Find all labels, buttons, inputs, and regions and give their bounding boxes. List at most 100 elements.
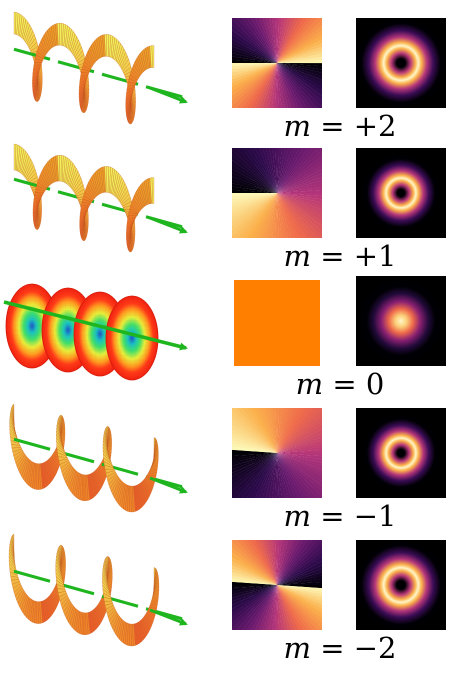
phase-vortex [232,148,322,238]
phase-wedge [277,56,322,63]
phase-wedge [232,453,277,474]
phase-wedge [232,192,277,197]
mode-label: m = −2 [284,631,397,665]
helix-segment [153,437,155,464]
gaussian-spot [360,280,442,362]
phase-wedge [275,453,279,498]
phase-wedge [277,429,322,453]
phase-wedge [258,540,277,585]
phase-wedge [232,453,277,466]
mode-label-value: = −1 [311,499,397,533]
phase-wedge [277,446,322,453]
intensity-panel [356,18,446,108]
phase-wedge [277,440,322,453]
phase-panel [232,18,322,108]
phase-wedge [269,18,277,63]
phase-vortex [232,408,322,498]
phase-wedge [277,63,308,108]
phase-wedge [269,408,277,453]
phase-wedge [232,585,277,630]
phase-wedge [272,18,277,63]
phase-wedge [232,453,277,460]
phase-wedge [251,18,277,63]
phase-wedge [277,149,322,193]
phase-wedge [255,18,277,63]
phase-wedge [275,148,279,193]
phase-wedge [255,148,277,193]
phase-panel [232,408,322,498]
phase-wedge [277,160,322,193]
phase-wedge [275,193,279,238]
propagation-arrow [149,216,188,234]
mode-label-var: m [284,239,312,273]
helical-wavefront [13,143,188,253]
propagation-arrow-segment [13,437,51,451]
phase-vortex [232,540,322,630]
mode-label-var: m [284,109,312,143]
phase-wedge [255,408,277,453]
phase-wedge [232,453,277,477]
phase-wedge [265,148,277,193]
mode-label-value: = 0 [323,367,384,401]
intensity-panel [356,408,446,498]
phase-wedge [277,50,322,63]
propagation-arrow [3,300,188,351]
phase-wedge [277,453,282,498]
phase-wedge [232,193,277,200]
phase-wedge [277,19,322,63]
phase-wedge [268,585,277,630]
phase-wedge [232,63,277,70]
phase-wedge [277,169,322,193]
phase-wedge [277,575,322,585]
phase-panel [232,148,322,238]
mode-label-value: = +2 [311,109,397,143]
phase-wedge [277,25,322,63]
phase-wedge [277,453,285,498]
phase-wedge [277,453,289,498]
phase-wedge [277,193,322,238]
mode-label-var: m [296,367,324,401]
phase-wedge [232,193,277,237]
phase-wedge [232,453,277,498]
phase-wedge [232,585,277,623]
propagation-arrow [149,608,188,626]
mode-row-2: m = 0 [3,276,446,401]
phase-wedge [277,540,322,585]
phase-wedge [232,585,277,618]
phase-wedge [277,18,322,63]
phase-wedge [258,408,277,453]
phase-wedge [246,148,277,193]
phase-wedge [232,63,277,107]
phase-wedge [232,63,277,108]
wavefront-disc-mesh [106,296,158,380]
phase-wedge [272,408,277,453]
mode-row-1: m = +1 [13,143,446,273]
phase-wedge [258,148,277,193]
phase-wedge [277,585,289,630]
phase-wedge [277,148,322,193]
mode-label-var: m [284,499,312,533]
propagation-arrow-segment [13,569,51,583]
phase-wedge [232,193,277,238]
phase-wedge [277,63,296,108]
phase-wedge [232,453,277,497]
intensity-panel [356,148,446,238]
phase-wedge [232,193,277,226]
phase-wedge [277,449,322,454]
mode-label: m = +1 [284,239,397,273]
phase-wedge [277,585,296,630]
phase-wedge [255,540,277,585]
helix-segment [151,177,155,204]
phase-wedge [246,540,277,585]
phase-wedge [232,63,277,96]
phase-wedge [277,585,308,630]
phase-wedge [277,18,286,63]
helical-wavefront [13,11,188,125]
phase-wedge [272,540,277,585]
phase-wedge [268,193,277,238]
phase-wedge [277,186,322,193]
phase-wedge [275,18,279,63]
phase-wedge [277,172,322,193]
phase-wedge [232,408,277,453]
phase-wedge [277,453,322,460]
